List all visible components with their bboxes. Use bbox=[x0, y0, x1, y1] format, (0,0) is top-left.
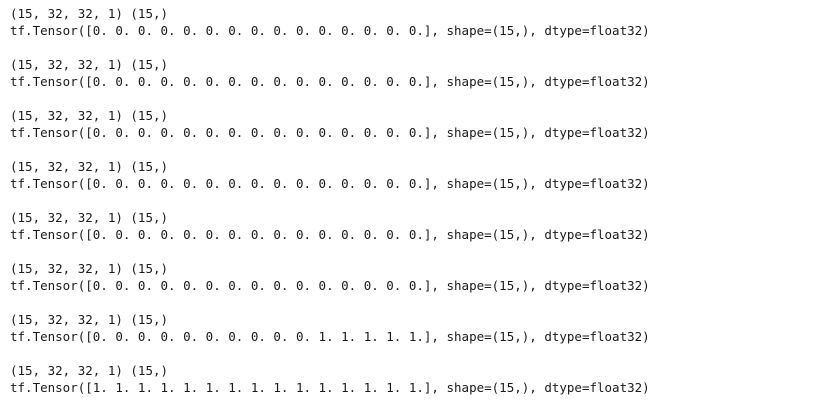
tensor-line: tf.Tensor([0. 0. 0. 0. 0. 0. 0. 0. 0. 0.… bbox=[10, 125, 650, 140]
tensor-line: tf.Tensor([0. 0. 0. 0. 0. 0. 0. 0. 0. 0.… bbox=[10, 176, 650, 191]
output-block: (15, 32, 32, 1) (15,) tf.Tensor([0. 0. 0… bbox=[10, 56, 820, 107]
output-block: (15, 32, 32, 1) (15,) tf.Tensor([0. 0. 0… bbox=[10, 260, 820, 311]
output-block: (15, 32, 32, 1) (15,) tf.Tensor([0. 0. 0… bbox=[10, 5, 820, 56]
tensor-line: tf.Tensor([0. 0. 0. 0. 0. 0. 0. 0. 0. 0.… bbox=[10, 329, 650, 344]
tensor-line: tf.Tensor([0. 0. 0. 0. 0. 0. 0. 0. 0. 0.… bbox=[10, 74, 650, 89]
output-block: (15, 32, 32, 1) (15,) tf.Tensor([0. 0. 0… bbox=[10, 107, 820, 158]
tensor-line: tf.Tensor([0. 0. 0. 0. 0. 0. 0. 0. 0. 0.… bbox=[10, 227, 650, 242]
output-block: (15, 32, 32, 1) (15,) tf.Tensor([0. 0. 0… bbox=[10, 209, 820, 260]
output-block: (15, 32, 32, 1) (15,) tf.Tensor([1. 1. 1… bbox=[10, 362, 820, 413]
shape-line: (15, 32, 32, 1) (15,) bbox=[10, 210, 169, 225]
shape-line: (15, 32, 32, 1) (15,) bbox=[10, 159, 169, 174]
shape-line: (15, 32, 32, 1) (15,) bbox=[10, 6, 169, 21]
shape-line: (15, 32, 32, 1) (15,) bbox=[10, 261, 169, 276]
tensor-line: tf.Tensor([0. 0. 0. 0. 0. 0. 0. 0. 0. 0.… bbox=[10, 23, 650, 38]
tensor-line: tf.Tensor([0. 0. 0. 0. 0. 0. 0. 0. 0. 0.… bbox=[10, 278, 650, 293]
shape-line: (15, 32, 32, 1) (15,) bbox=[10, 312, 169, 327]
shape-line: (15, 32, 32, 1) (15,) bbox=[10, 57, 169, 72]
tensor-line: tf.Tensor([1. 1. 1. 1. 1. 1. 1. 1. 1. 1.… bbox=[10, 380, 650, 395]
output-block: (15, 32, 32, 1) (15,) tf.Tensor([0. 0. 0… bbox=[10, 158, 820, 209]
shape-line: (15, 32, 32, 1) (15,) bbox=[10, 108, 169, 123]
shape-line: (15, 32, 32, 1) (15,) bbox=[10, 363, 169, 378]
output-block: (15, 32, 32, 1) (15,) tf.Tensor([0. 0. 0… bbox=[10, 311, 820, 362]
console-output: (15, 32, 32, 1) (15,) tf.Tensor([0. 0. 0… bbox=[10, 5, 820, 413]
